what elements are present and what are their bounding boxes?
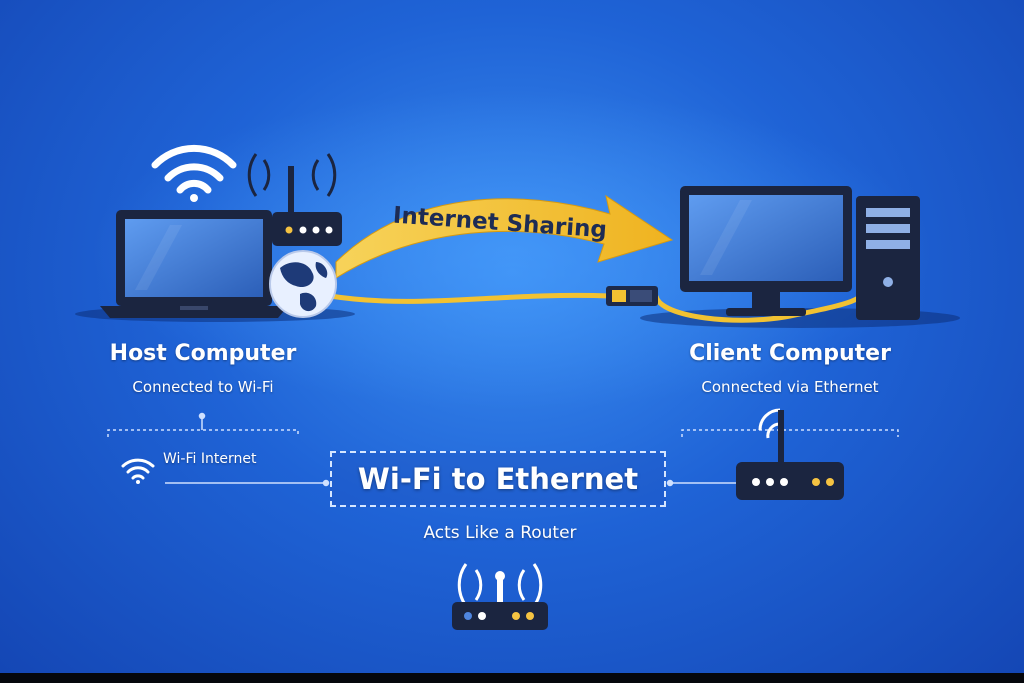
wifi-internet-label: Wi-Fi Internet [163,451,257,467]
wifi-icon [121,458,155,484]
ethernet-plug-icon [606,286,658,306]
bottom-border [0,673,1024,683]
wifi-to-ethernet-box: Wi-Fi to Ethernet [330,451,666,507]
router-icon [247,153,342,246]
host-computer-title: Host Computer [109,341,297,366]
desktop-monitor-icon [680,186,852,316]
client-computer-title: Client Computer [689,341,891,366]
ethernet-cable [329,286,860,323]
router-icon [452,563,548,630]
wifi-to-ethernet-title: Wi-Fi to Ethernet [357,462,639,496]
client-computer-subtitle: Connected via Ethernet [701,378,879,396]
host-computer-subtitle: Connected to Wi-Fi [132,378,274,396]
laptop-icon [100,210,288,318]
wifi-icon [151,144,237,202]
acts-like-router-caption: Acts Like a Router [423,523,577,543]
globe-icon [269,250,337,318]
router-icon [736,408,844,500]
pc-tower-icon [856,196,920,320]
connector-lines [107,412,899,487]
